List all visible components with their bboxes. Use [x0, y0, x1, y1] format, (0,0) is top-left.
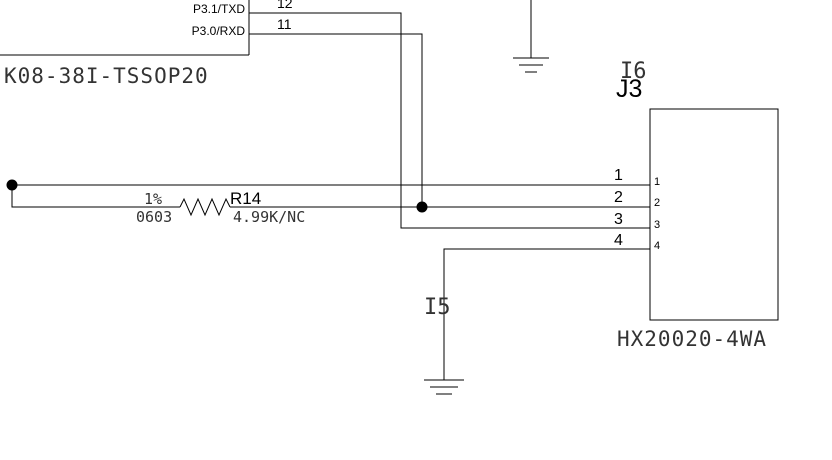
mcu-pin-name-rxd: P3.0/RXD — [192, 24, 246, 38]
mcu-pin-number-11: 11 — [277, 16, 292, 32]
connector-j3: I6 J3 HX20020-4WA 1 2 3 4 1 2 3 4 — [614, 59, 779, 351]
connector-pin-label-2: 2 — [654, 197, 660, 209]
resistor-ref: R14 — [230, 189, 261, 208]
connector-pin-label-1: 1 — [654, 176, 660, 188]
connector-pin-number-2: 2 — [614, 189, 623, 206]
wire-txd-to-j3-pin3 — [249, 12, 650, 229]
connector-pin-number-3: 3 — [614, 211, 623, 228]
wire-j3-pin4-to-ground — [443, 248, 650, 380]
wire-rxd-to-junction — [249, 33, 423, 207]
wire-left-to-resistor — [11, 185, 180, 208]
resistor-r14: R14 1% 0603 4.99K/NC — [136, 189, 305, 226]
resistor-zigzag — [179, 197, 231, 217]
connector-pin-number-4: 4 — [614, 232, 623, 249]
junction-dot-left — [6, 179, 18, 191]
ground-symbol-top — [513, 0, 549, 73]
resistor-package: 0603 — [136, 208, 172, 226]
mcu-pin-name-txd: P3.1/TXD — [193, 2, 245, 16]
mcu-part-name: K08-38I-TSSOP20 — [4, 64, 209, 88]
resistor-value: 4.99K/NC — [233, 208, 305, 226]
mcu-symbol: P3.1/TXD P3.0/RXD 12 11 K08-38I-TSSOP20 — [0, 0, 293, 88]
ground-symbol-bottom — [424, 379, 464, 395]
ground-net-label: I5 — [424, 295, 451, 320]
connector-pin-label-3: 3 — [654, 219, 660, 231]
connector-part-name: HX20020-4WA — [617, 327, 767, 351]
mcu-pin-number-12: 12 — [277, 0, 293, 11]
resistor-tolerance: 1% — [144, 190, 162, 208]
connector-pin-number-1: 1 — [614, 167, 623, 184]
junction-dot-rxd — [416, 201, 428, 213]
connector-pin-label-4: 4 — [654, 240, 660, 252]
connector-ref: J3 — [616, 75, 642, 103]
connector-body — [649, 108, 779, 321]
connector-hidden-ref: I6 — [620, 59, 647, 84]
